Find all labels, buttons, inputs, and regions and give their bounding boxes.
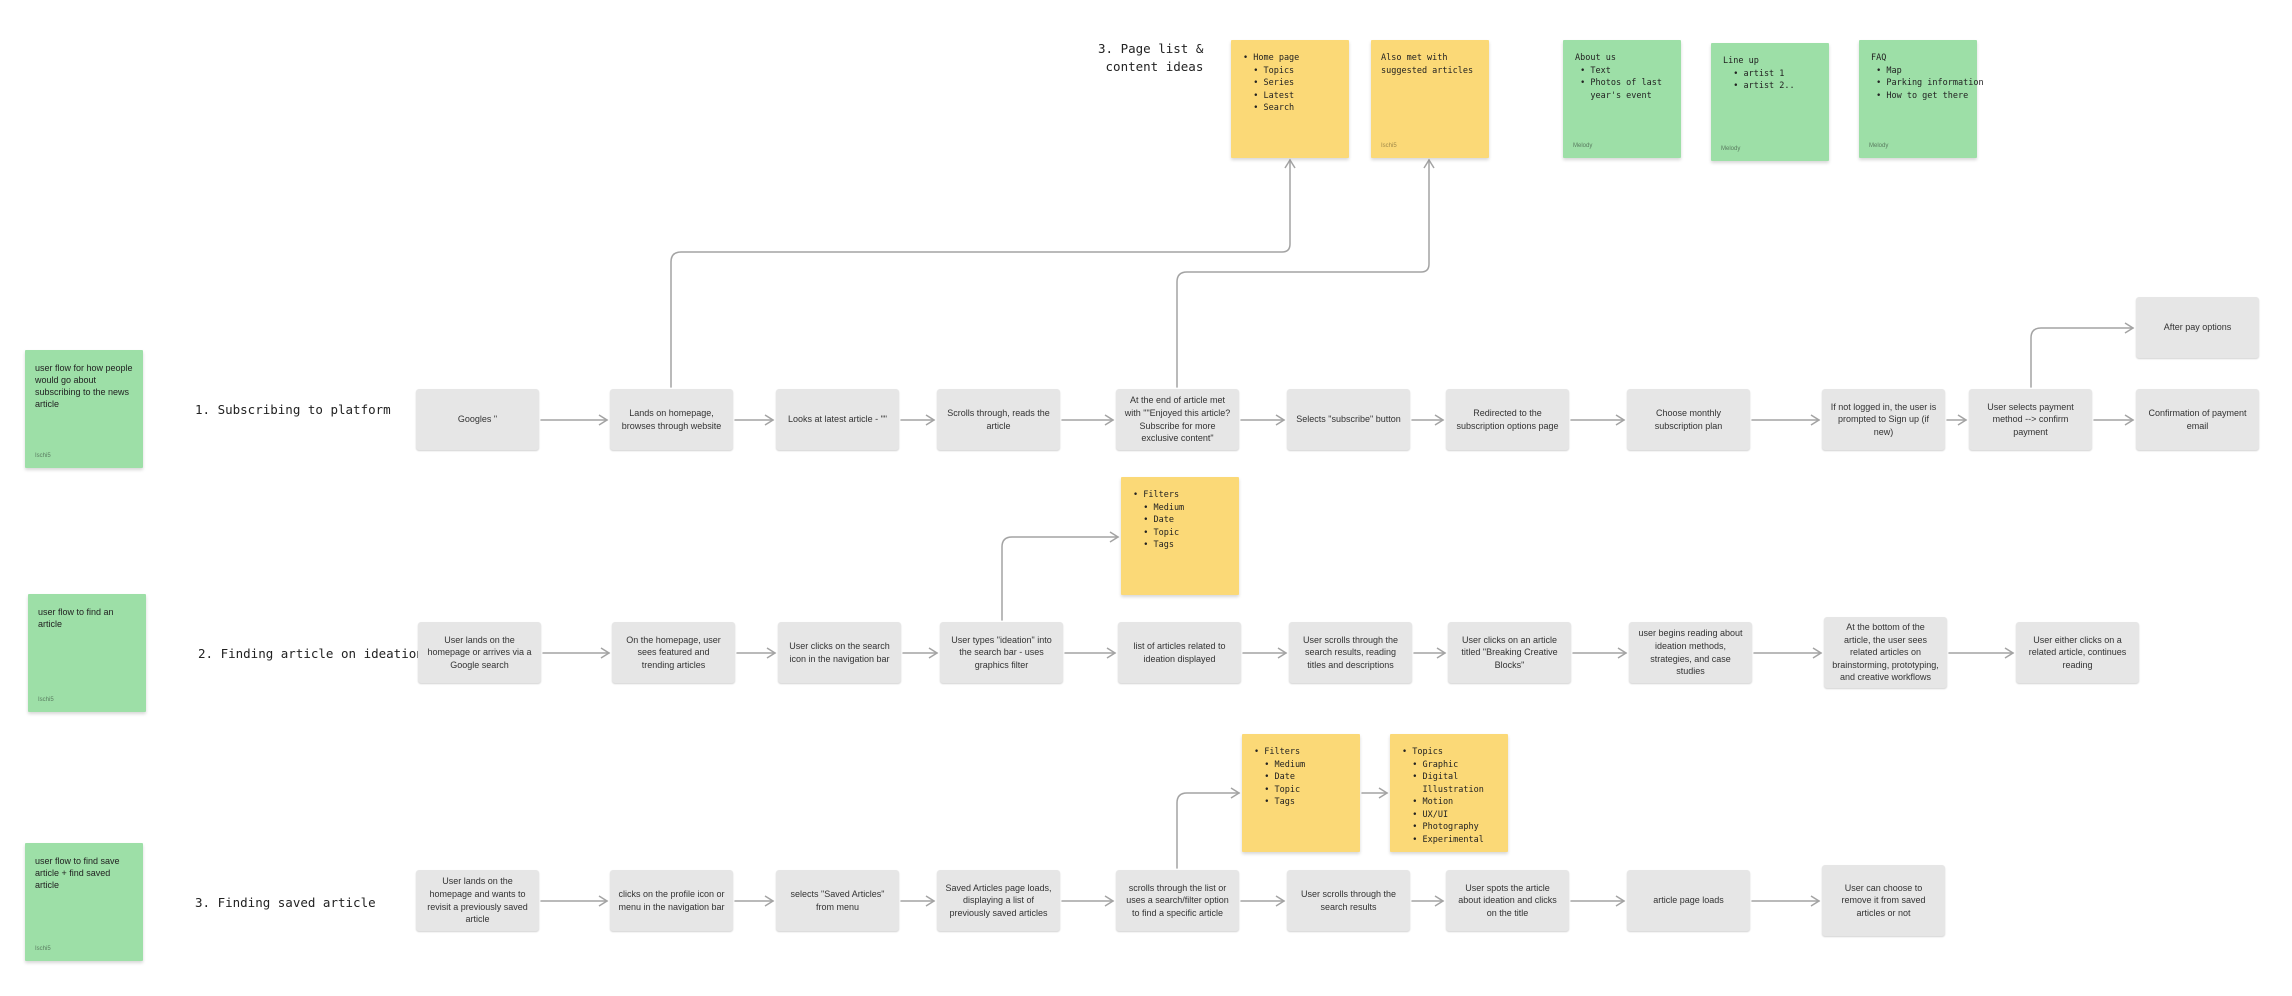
- ideation-flow-title: 2. Finding article on ideation: [198, 646, 424, 661]
- subscribe-step-3[interactable]: Looks at latest article - "": [776, 389, 899, 450]
- note-author: Ischi5: [35, 453, 51, 459]
- saved-topics-note[interactable]: • Topics • Graphic • Digital Illustratio…: [1390, 734, 1508, 852]
- ideation-step-10[interactable]: User either clicks on a related article,…: [2016, 622, 2139, 683]
- subscribe-step-1[interactable]: Googles ": [416, 389, 539, 450]
- note-author: Melody: [1573, 143, 1593, 149]
- saved-topics-list: • Topics • Graphic • Digital Illustratio…: [1402, 747, 1484, 846]
- homepage-to-pagelist-arrow: [670, 158, 1296, 388]
- ideation-step-7[interactable]: User clicks on an article titled "Breaki…: [1448, 622, 1571, 683]
- page-list-title: 3. Page list & content ideas: [1098, 41, 1204, 75]
- note-author: Melody: [1721, 146, 1741, 152]
- subscribe-flow-note[interactable]: user flow for how people would go about …: [25, 350, 143, 468]
- subscribe-step-11[interactable]: Confirmation of payment email: [2136, 389, 2259, 450]
- ideation-filters-list: • Filters • Medium • Date • Topic • Tags: [1133, 490, 1185, 551]
- faq-note[interactable]: FAQ • Map • Parking information • How to…: [1859, 40, 1984, 158]
- saved-step-9[interactable]: User can choose to remove it from saved …: [1822, 865, 1945, 936]
- ideation-step-2[interactable]: On the homepage, user sees featured and …: [612, 622, 735, 683]
- saved-step-5[interactable]: scrolls through the list or uses a searc…: [1116, 870, 1239, 931]
- note-author: Ischi5: [38, 697, 54, 703]
- faq-list: FAQ • Map • Parking information • How to…: [1871, 53, 1984, 101]
- ideation-step-1[interactable]: User lands on the homepage or arrives vi…: [418, 622, 541, 683]
- saved-step-8[interactable]: article page loads: [1627, 870, 1750, 931]
- saved-step-3[interactable]: selects "Saved Articles" from menu: [776, 870, 899, 931]
- subscribe-step-8[interactable]: Choose monthly subscription plan: [1627, 389, 1750, 450]
- ideation-step-8[interactable]: user begins reading about ideation metho…: [1629, 622, 1752, 683]
- saved-step-4[interactable]: Saved Articles page loads, displaying a …: [937, 870, 1060, 931]
- ideation-step-4[interactable]: User types "ideation" into the search ba…: [940, 622, 1063, 683]
- subscribe-step-6[interactable]: Selects "subscribe" button: [1287, 389, 1410, 450]
- suggested-articles-text: Also met with suggested articles: [1381, 53, 1474, 76]
- subscribe-flow-title: 1. Subscribing to platform: [195, 402, 391, 417]
- saved-step-1[interactable]: User lands on the homepage and wants to …: [416, 870, 539, 931]
- suggested-articles-note[interactable]: Also met with suggested articles Ischi5: [1371, 40, 1489, 158]
- subscribe-step-4[interactable]: Scrolls through, reads the article: [937, 389, 1060, 450]
- note-author: Melody: [1869, 143, 1889, 149]
- saved-step-7[interactable]: User spots the article about ideation an…: [1446, 870, 1569, 931]
- end-article-to-suggested-arrow: [1176, 158, 1435, 388]
- home-page-note[interactable]: • Home page • Topics • Series • Latest •…: [1231, 40, 1349, 158]
- saved-flow-note-text: user flow to find save article + find sa…: [35, 856, 120, 891]
- subscribe-flow-note-text: user flow for how people would go about …: [35, 363, 133, 410]
- note-author: Ischi5: [1381, 143, 1397, 149]
- ideation-flow-note-text: user flow to find an article: [38, 607, 114, 630]
- ideation-flow-note[interactable]: user flow to find an article Ischi5: [28, 594, 146, 712]
- after-pay-options[interactable]: After pay options: [2136, 297, 2259, 358]
- ideation-step-6[interactable]: User scrolls through the search results,…: [1289, 622, 1412, 683]
- lineup-list: Line up • artist 1 • artist 2..: [1723, 56, 1795, 92]
- saved-step-2[interactable]: clicks on the profile icon or menu in th…: [610, 870, 733, 931]
- saved-filters-note[interactable]: • Filters • Medium • Date • Topic • Tags: [1242, 734, 1360, 852]
- subscribe-step-2[interactable]: Lands on homepage, browses through websi…: [610, 389, 733, 450]
- saved-step-6[interactable]: User scrolls through the search results: [1287, 870, 1410, 931]
- saved-flow-note[interactable]: user flow to find save article + find sa…: [25, 843, 143, 961]
- about-us-list: About us • Text • Photos of last year's …: [1575, 53, 1662, 101]
- lineup-note[interactable]: Line up • artist 1 • artist 2.. Melody: [1711, 43, 1829, 161]
- ideation-step-9[interactable]: At the bottom of the article, the user s…: [1824, 617, 1947, 688]
- subscribe-step-7[interactable]: Redirected to the subscription options p…: [1446, 389, 1569, 450]
- after-pay-branch-arrow: [2030, 322, 2135, 388]
- list-to-filters-arrow: [1176, 787, 1241, 869]
- ideation-step-3[interactable]: User clicks on the search icon in the na…: [778, 622, 901, 683]
- saved-flow-title: 3. Finding saved article: [195, 895, 376, 910]
- about-us-note[interactable]: About us • Text • Photos of last year's …: [1563, 40, 1681, 158]
- ideation-step-5[interactable]: list of articles related to ideation dis…: [1118, 622, 1241, 683]
- saved-filters-list: • Filters • Medium • Date • Topic • Tags: [1254, 747, 1306, 808]
- subscribe-step-5[interactable]: At the end of article met with ""Enjoyed…: [1116, 389, 1239, 450]
- note-author: Ischi5: [35, 946, 51, 952]
- subscribe-step-10[interactable]: User selects payment method --> confirm …: [1969, 389, 2092, 450]
- home-page-list: • Home page • Topics • Series • Latest •…: [1243, 53, 1300, 114]
- search-to-filters-arrow: [1001, 531, 1120, 621]
- subscribe-step-9[interactable]: If not logged in, the user is prompted t…: [1822, 389, 1945, 450]
- ideation-filters-note[interactable]: • Filters • Medium • Date • Topic • Tags: [1121, 477, 1239, 595]
